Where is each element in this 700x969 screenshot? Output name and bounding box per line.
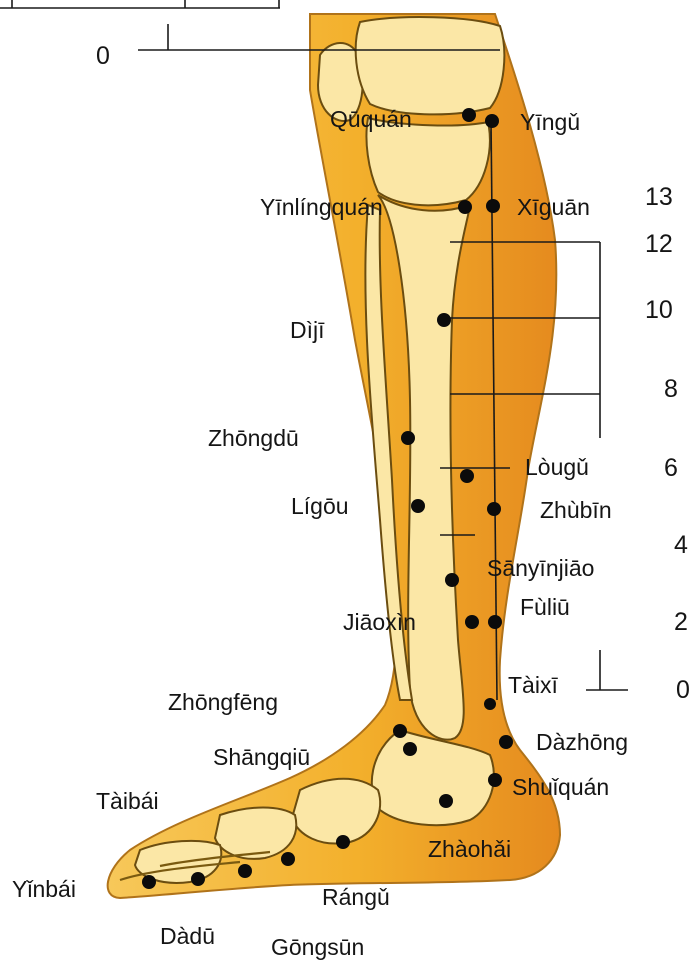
label-sanyinjiao: Sānyīnjiāo (487, 555, 594, 581)
scale-mark-4: 4 (674, 531, 688, 559)
point-taibai (238, 864, 252, 878)
point-yingu (485, 114, 499, 128)
point-dazhong (499, 735, 513, 749)
label-zhongdu: Zhōngdū (208, 425, 299, 451)
label-yinlingquan: Yīnlíngquán (260, 194, 383, 220)
label-zhongfeng: Zhōngfēng (168, 689, 278, 715)
label-xiguan: Xīguān (517, 194, 590, 220)
point-yinbai (142, 875, 156, 889)
label-taixi: Tàixī (508, 672, 558, 698)
point-shuiquan (488, 773, 502, 787)
label-shuiquan: Shuǐquán (512, 774, 609, 800)
label-diji: Dìjī (290, 317, 325, 343)
point-gongsun (281, 852, 295, 866)
point-zhongfeng (393, 724, 407, 738)
point-diji (437, 313, 451, 327)
point-jiaoxin (465, 615, 479, 629)
scale-mark-12: 12 (645, 230, 673, 258)
top-frame-fragment (0, 0, 280, 8)
point-rangu (336, 835, 350, 849)
point-yinlingquan (458, 200, 472, 214)
label-zhubin: Zhùbīn (540, 497, 612, 523)
label-ququan: Qūquán (330, 106, 412, 132)
label-ligou: Lígōu (291, 493, 349, 519)
scale-mark-top-zero: 0 (96, 42, 110, 70)
label-yingu: Yīngǔ (520, 109, 580, 135)
point-ligou (411, 499, 425, 513)
point-zhubin (487, 502, 501, 516)
point-sanyinjiao (445, 573, 459, 587)
point-zhaohai (439, 794, 453, 808)
point-ququan (462, 108, 476, 122)
right-scale-marks: 13 12 10 8 6 4 2 0 (645, 183, 690, 704)
scale-mark-13: 13 (645, 183, 673, 211)
label-taibai: Tàibái (96, 788, 159, 814)
label-lougu: Lòugǔ (525, 454, 589, 480)
point-lougu (460, 469, 474, 483)
label-dazhong: Dàzhōng (536, 729, 628, 755)
point-shangqiu (403, 742, 417, 756)
scale-mark-6: 6 (664, 454, 678, 482)
label-zhaohai: Zhàohǎi (428, 836, 511, 862)
point-taixi (484, 698, 496, 710)
label-dadu: Dàdū (160, 923, 215, 949)
point-xiguan (486, 199, 500, 213)
label-fuliu: Fùliū (520, 594, 570, 620)
scale-mark-8: 8 (664, 375, 678, 403)
point-fuliu (488, 615, 502, 629)
point-dadu (191, 872, 205, 886)
scale-mark-2: 2 (674, 608, 688, 636)
scale-mark-10: 10 (645, 296, 673, 324)
label-shangqiu: Shāngqiū (213, 744, 310, 770)
label-gongsun: Gōngsūn (271, 934, 364, 960)
label-jiaoxin: Jiāoxìn (343, 609, 416, 635)
point-zhongdu (401, 431, 415, 445)
label-yinbai: Yǐnbái (12, 876, 76, 902)
scale-mark-0: 0 (676, 676, 690, 704)
label-rangu: Rángǔ (322, 884, 390, 910)
